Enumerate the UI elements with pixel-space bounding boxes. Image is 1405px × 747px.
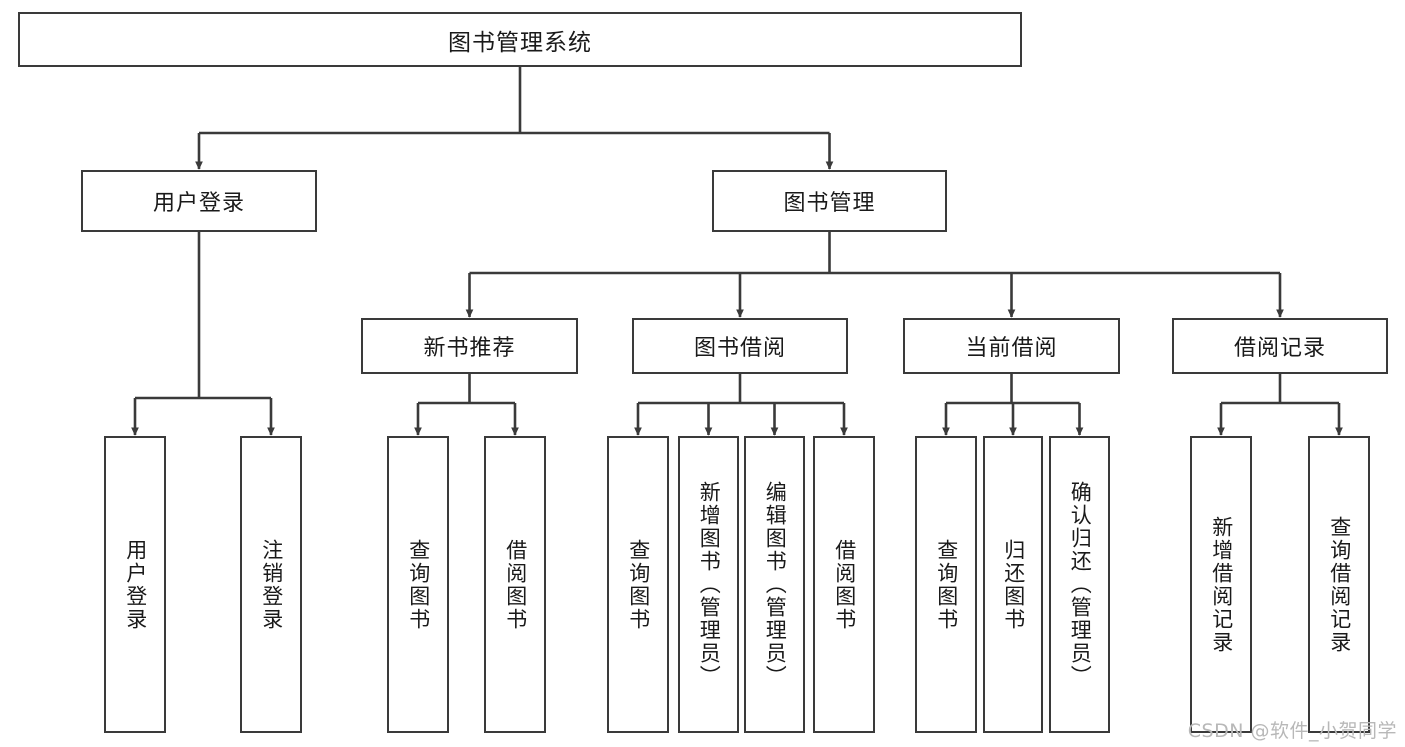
- node-user-login-label: 用户登录: [152, 191, 245, 216]
- node-root-label: 图书管理系统: [448, 29, 592, 56]
- node-leaf-user-login[interactable]: 用户登录: [104, 436, 166, 733]
- node-book-borrow[interactable]: 图书借阅: [632, 318, 848, 374]
- node-borrow-record[interactable]: 借阅记录: [1172, 318, 1388, 374]
- node-borrow-record-label: 借阅记录: [1233, 336, 1326, 361]
- node-leaf-confirm-return-label: 确认归还（管理员）: [1068, 481, 1093, 688]
- node-leaf-query-book-1[interactable]: 查询图书: [387, 436, 449, 733]
- node-leaf-query-book-2-label: 查询图书: [626, 538, 651, 631]
- node-leaf-add-record[interactable]: 新增借阅记录: [1190, 436, 1252, 733]
- node-leaf-user-logout-label: 注销登录: [259, 538, 284, 631]
- node-leaf-borrow-book-1[interactable]: 借阅图书: [484, 436, 546, 733]
- node-leaf-borrow-book-1-label: 借阅图书: [503, 538, 528, 631]
- node-leaf-query-book-2[interactable]: 查询图书: [607, 436, 669, 733]
- node-book-manage[interactable]: 图书管理: [712, 170, 947, 232]
- node-root[interactable]: 图书管理系统: [18, 12, 1022, 67]
- node-leaf-user-logout[interactable]: 注销登录: [240, 436, 302, 733]
- node-current-borrow[interactable]: 当前借阅: [903, 318, 1120, 374]
- node-leaf-borrow-book-2-label: 借阅图书: [832, 538, 857, 631]
- node-leaf-return-book[interactable]: 归还图书: [983, 436, 1043, 733]
- node-book-borrow-label: 图书借阅: [693, 336, 786, 361]
- node-leaf-confirm-return[interactable]: 确认归还（管理员）: [1049, 436, 1110, 733]
- node-leaf-query-book-3[interactable]: 查询图书: [915, 436, 977, 733]
- node-leaf-add-book-label: 新增图书（管理员）: [697, 481, 722, 688]
- node-leaf-query-book-3-label: 查询图书: [934, 538, 959, 631]
- node-leaf-query-record-label: 查询借阅记录: [1327, 515, 1352, 654]
- node-new-book-rec-label: 新书推荐: [423, 336, 516, 361]
- node-leaf-query-record[interactable]: 查询借阅记录: [1308, 436, 1370, 733]
- node-leaf-borrow-book-2[interactable]: 借阅图书: [813, 436, 875, 733]
- node-leaf-add-record-label: 新增借阅记录: [1209, 515, 1234, 654]
- node-leaf-user-login-label: 用户登录: [123, 538, 148, 631]
- node-user-login[interactable]: 用户登录: [81, 170, 317, 232]
- node-leaf-add-book[interactable]: 新增图书（管理员）: [678, 436, 739, 733]
- node-leaf-query-book-1-label: 查询图书: [406, 538, 431, 631]
- node-leaf-edit-book[interactable]: 编辑图书（管理员）: [744, 436, 805, 733]
- node-leaf-edit-book-label: 编辑图书（管理员）: [763, 481, 788, 688]
- node-book-manage-label: 图书管理: [783, 191, 876, 216]
- node-new-book-rec[interactable]: 新书推荐: [361, 318, 578, 374]
- node-current-borrow-label: 当前借阅: [965, 336, 1058, 361]
- csdn-watermark: CSDN @软件_小贺同学: [1187, 720, 1397, 742]
- node-leaf-return-book-label: 归还图书: [1001, 538, 1026, 631]
